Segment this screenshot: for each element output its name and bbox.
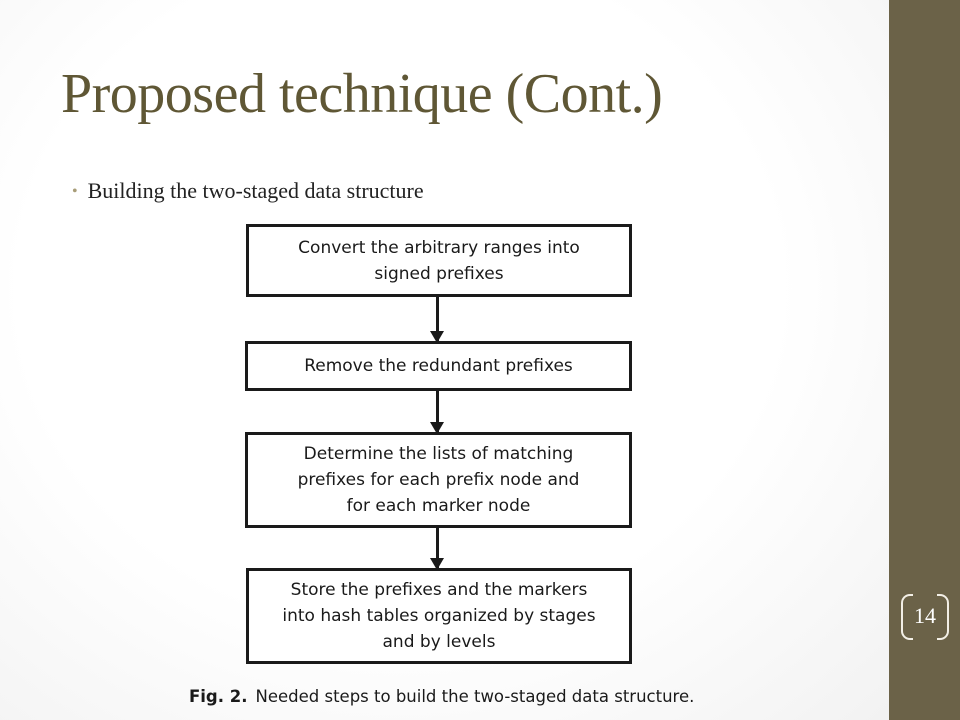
figure-caption: Fig. 2. Needed steps to build the two-sta… [189, 687, 694, 706]
figure-caption-label: Fig. 2. [189, 687, 248, 706]
page-number-badge: 14 [899, 594, 951, 640]
right-bracket-decoration [937, 594, 949, 640]
bullet-dot-icon: • [72, 183, 78, 200]
bullet-text: Building the two-staged data structure [87, 178, 424, 203]
flow-arrow-icon [430, 391, 444, 434]
flow-arrow-icon [430, 528, 444, 570]
bullet-item: • Building the two-staged data structure [72, 178, 424, 204]
page-number: 14 [914, 603, 936, 628]
figure-caption-text: Needed steps to build the two-staged dat… [255, 687, 695, 706]
flow-arrow-icon [430, 297, 444, 343]
flow-step-store-hash-tables: Store the prefixes and the markers into … [246, 568, 632, 664]
left-bracket-decoration [901, 594, 913, 640]
flow-step-convert-ranges: Convert the arbitrary ranges into signed… [246, 224, 632, 297]
flow-step-remove-redundant: Remove the redundant prefixes [245, 341, 632, 391]
slide-title: Proposed technique (Cont.) [61, 63, 663, 125]
flow-step-determine-lists: Determine the lists of matching prefixes… [245, 432, 632, 528]
